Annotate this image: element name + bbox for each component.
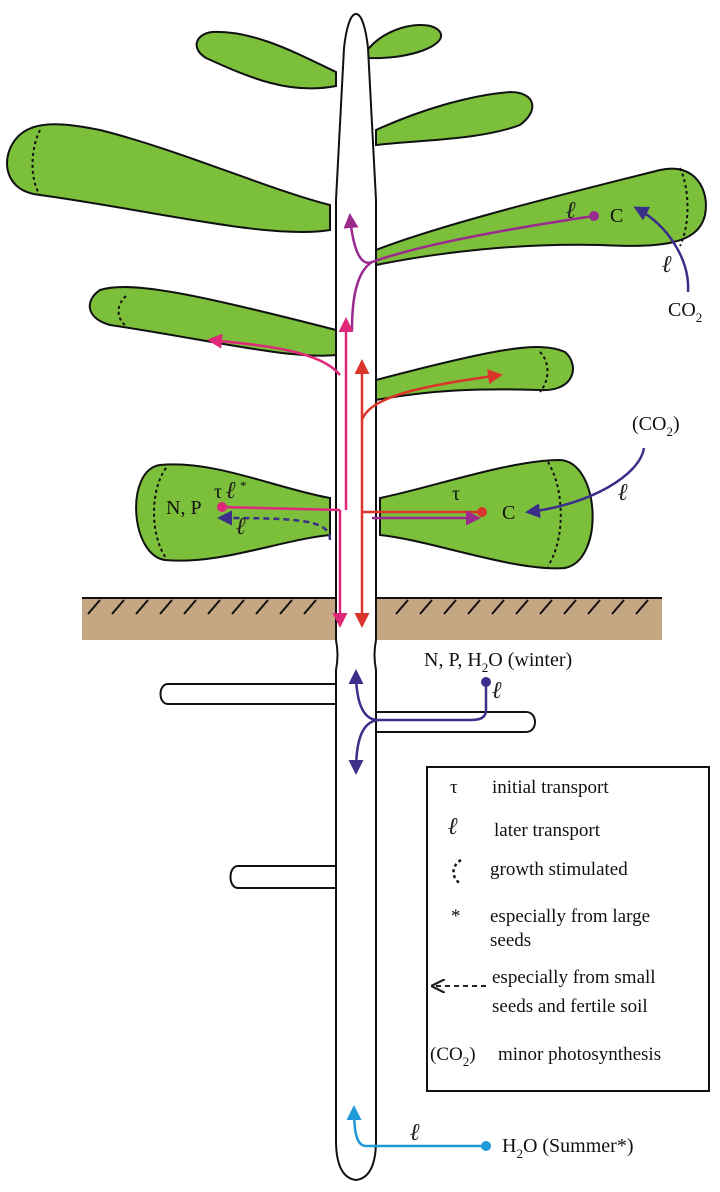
legend-text-initial: initial transport [492, 777, 609, 798]
leaf-large-right [375, 167, 707, 267]
magenta-arrow-np [221, 505, 341, 512]
dot-c-top [589, 211, 599, 221]
label-tau-right: τ [452, 483, 460, 505]
label-c-mid: C [502, 502, 515, 524]
svg-text:ℓ: ℓ [226, 478, 236, 504]
svg-text:ℓ: ℓ [618, 480, 628, 506]
lateral-root-lower [229, 865, 337, 889]
leaf-upper-right [375, 90, 534, 147]
legend-text-small-1: especially from small [492, 967, 656, 988]
legend-text-minor: minor photosynthesis [498, 1044, 661, 1065]
leaf-cotyledon-left [135, 463, 331, 562]
navy-arrow-nutrients [348, 669, 488, 722]
transport-arrows [207, 206, 690, 1148]
navy-dashed-arrow [217, 510, 332, 541]
cyan-arrow-water [346, 1105, 484, 1148]
magenta-arrow-left-leaf [207, 333, 341, 376]
label-np: N, P [166, 497, 202, 519]
later-transport-marks: ℓ ℓ ℓ ℓ ℓ ℓ ℓ [226, 198, 672, 1146]
legend-text-growth: growth stimulated [490, 859, 628, 880]
svg-text:ℓ: ℓ [662, 252, 672, 278]
svg-text:ℓ: ℓ [492, 678, 502, 704]
leaf-mid-left [88, 285, 337, 357]
label-np-h2o-winter: N, P, H2O (winter) [424, 649, 572, 675]
legend-symbol-ell: ℓ [448, 814, 458, 840]
label-co2-top: CO2 [668, 299, 702, 325]
navy-arrow-co2-top [633, 206, 690, 293]
legend-symbol-star: * [451, 906, 461, 927]
legend-text-large-2: seeds [490, 930, 531, 951]
dot-np [217, 502, 227, 512]
dot-water [481, 1141, 491, 1151]
stem-and-root [159, 12, 536, 1182]
svg-text:ℓ: ℓ [410, 1120, 420, 1146]
legend-symbol-tau: τ [450, 777, 458, 798]
red-arrow-right-leaf [360, 369, 503, 421]
label-tau-left: τ [214, 481, 222, 503]
leaf-large-left [6, 123, 331, 233]
legend: τ initial transport ℓ later transport gr… [426, 766, 710, 1092]
navy-arrow-co2-minor [525, 447, 646, 519]
legend-text-small-2: seeds and fertile soil [492, 996, 648, 1017]
lateral-root-left [159, 683, 337, 705]
dot-c-mid [477, 507, 487, 517]
legend-symbol-growth [452, 858, 462, 886]
main-stem [335, 12, 377, 1182]
purple-arrow-up [343, 213, 595, 265]
label-c-top: C [610, 205, 623, 227]
source-dots [217, 211, 599, 1151]
label-co2-minor: (CO2) [632, 413, 680, 439]
legend-text-large-1: especially from large [490, 906, 650, 927]
leaf-upper-left [195, 30, 337, 90]
legend-box [426, 766, 710, 1092]
label-ell-star: * [240, 478, 247, 493]
label-h2o-summer: H2O (Summer*) [502, 1135, 634, 1161]
svg-text:ℓ: ℓ [236, 514, 246, 540]
legend-text-later: later transport [494, 820, 601, 841]
legend-symbol-co2: (CO2) [430, 1044, 476, 1069]
svg-text:ℓ: ℓ [566, 198, 576, 224]
lateral-root-right [375, 711, 536, 733]
dot-nutrients [481, 677, 491, 687]
leaf-top-right [365, 24, 443, 60]
navy-arrow-nutrients-down [348, 718, 379, 775]
